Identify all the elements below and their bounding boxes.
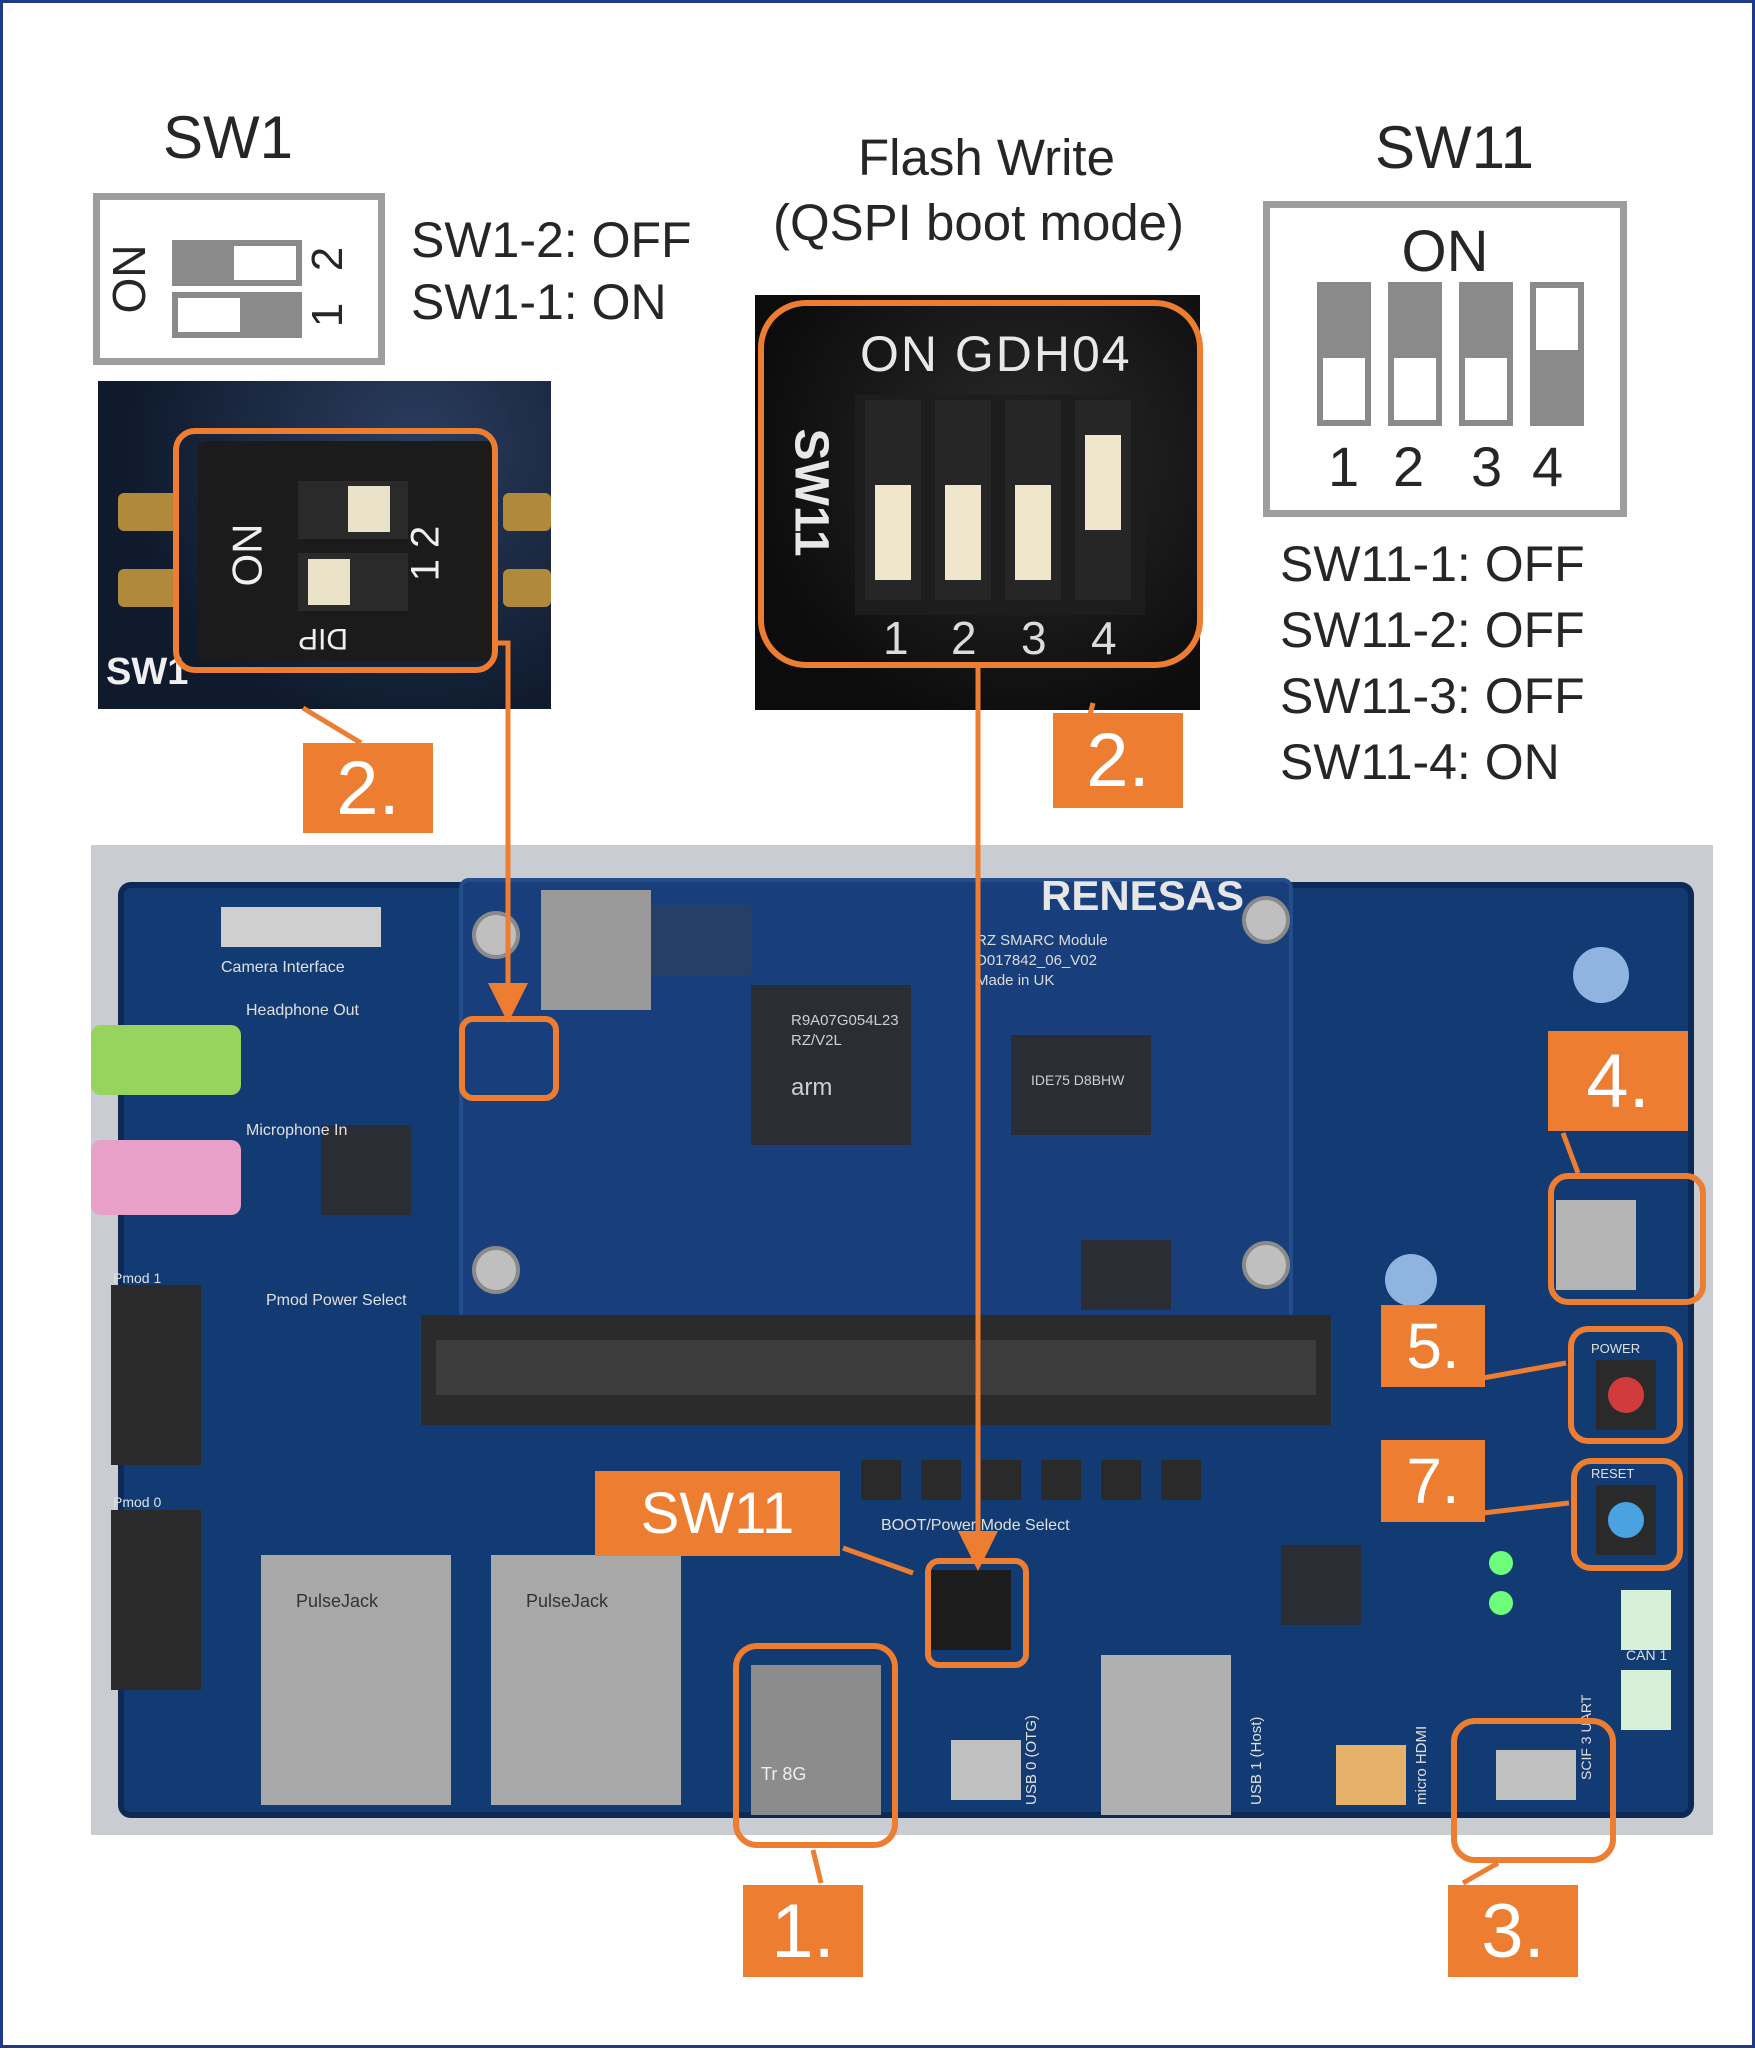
pointer-badge-usbc (1560, 1132, 1581, 1174)
badge-sw11-photo: 2. (1053, 713, 1183, 808)
label-sw11: SW11 (595, 1471, 840, 1556)
board-drawing: RENESAS RZ SMARC Module D017842_06_V02 M… (91, 872, 1694, 1818)
sw11-setting: SW11-2: OFF (1280, 602, 1585, 658)
sw11-photo-pin: 3 (1021, 612, 1047, 664)
sw11-title: SW11 (1375, 114, 1534, 181)
board-soc-brand: arm (791, 1074, 832, 1101)
badge-power: 5. (1381, 1305, 1485, 1387)
board-brand: RENESAS (1041, 872, 1244, 919)
board-label: Pmod 0 (113, 1494, 161, 1510)
board-label: Headphone Out (246, 1002, 360, 1019)
sw11-setting: SW11-4: ON (1280, 734, 1560, 790)
board-label: PulseJack (296, 1591, 379, 1611)
board-sd-highlight (733, 1643, 898, 1848)
board-label: PulseJack (526, 1591, 609, 1611)
pointer-badge-sd (810, 1849, 824, 1884)
board-module-text: D017842_06_V02 (976, 952, 1097, 969)
board-label: Pmod Power Select (266, 1292, 407, 1309)
sw11-photo-pin: 2 (951, 612, 977, 664)
flash-title: Flash Write (858, 129, 1115, 186)
pointer-sw11-label (842, 1545, 914, 1576)
board-usbc-highlight (1548, 1173, 1706, 1305)
sw11-photo-header: ON GDH04 (860, 326, 1132, 382)
board-label: POWER (1591, 1341, 1640, 1356)
sw11-setting: SW11-3: OFF (1280, 668, 1585, 724)
pointer-badge-reset (1482, 1500, 1570, 1516)
sw11-on-label: ON (1401, 219, 1489, 284)
sw11-switch-2 (1388, 282, 1442, 426)
sw1-setting: SW1-1: ON (411, 274, 667, 330)
board-mem-text: IDE75 D8BHW (1031, 1072, 1125, 1088)
board-label: RESET (1591, 1466, 1634, 1481)
board-soc-text: R9A07G054L23 (791, 1012, 899, 1029)
sw1-setting: SW1-2: OFF (411, 212, 692, 268)
badge-sd: 1. (743, 1885, 863, 1977)
sw11-switch-1 (1317, 282, 1371, 426)
board-photo: RENESAS RZ SMARC Module D017842_06_V02 M… (91, 845, 1713, 1835)
badge-uart: 3. (1448, 1885, 1578, 1977)
arrow-sw1 (488, 640, 528, 1023)
board-uart-highlight (1451, 1718, 1616, 1863)
sw11-pin-label: 4 (1532, 435, 1564, 498)
board-label: Tr 8G (761, 1764, 806, 1784)
board-label: Camera Interface (221, 959, 345, 976)
sw11-switch-3 (1459, 282, 1513, 426)
sw11-pin-label: 2 (1393, 435, 1425, 498)
badge-usbc: 4. (1548, 1031, 1688, 1131)
sw1-photo-highlight (173, 428, 498, 673)
sw1-switch-diagram: ON 2 1 (93, 193, 385, 365)
sw11-switch-4 (1530, 282, 1584, 426)
sw11-photo-pin: 1 (883, 612, 909, 664)
callout-arrows (301, 640, 1581, 1886)
sw1-title: SW1 (163, 104, 294, 171)
board-label: micro HDMI (1413, 1726, 1430, 1805)
board-module-text: RZ SMARC Module (976, 932, 1108, 949)
sw11-setting: SW11-1: OFF (1280, 536, 1585, 592)
flash-subtitle: (QSPI boot mode) (773, 194, 1185, 251)
sw11-switch-diagram: ON 1 2 3 4 (1263, 201, 1627, 517)
sw11-photo-highlight (758, 300, 1203, 668)
board-power-highlight (1568, 1326, 1683, 1444)
sw11-pin-label: 3 (1471, 435, 1503, 498)
pointer-badge-power (1482, 1360, 1567, 1381)
board-label: SCIF 3 UART (1578, 1694, 1594, 1780)
badge-sw1: 2. (303, 743, 433, 833)
board-label: CAN 1 (1626, 1647, 1667, 1663)
board-label: Microphone In (246, 1122, 347, 1139)
sw1-switch-2 (172, 240, 302, 286)
pointer-badge-sw1 (301, 705, 363, 746)
board-module-text: Made in UK (976, 972, 1054, 989)
badge-reset: 7. (1381, 1440, 1485, 1522)
board-label: USB 1 (Host) (1248, 1717, 1265, 1805)
board-label: Pmod 1 (113, 1270, 161, 1286)
sw11-photo: ON GDH04 SW11 1 2 3 4 (755, 295, 1200, 710)
sw11-photo-pin: 4 (1091, 612, 1117, 664)
sw11-pin-label: 1 (1328, 435, 1360, 498)
board-label: USB 0 (OTG) (1023, 1715, 1040, 1805)
pointer-badge-uart (1461, 1860, 1500, 1886)
board-soc-text: RZ/V2L (791, 1032, 842, 1049)
sw1-switch-1 (172, 292, 302, 338)
board-reset-highlight (1571, 1458, 1683, 1571)
